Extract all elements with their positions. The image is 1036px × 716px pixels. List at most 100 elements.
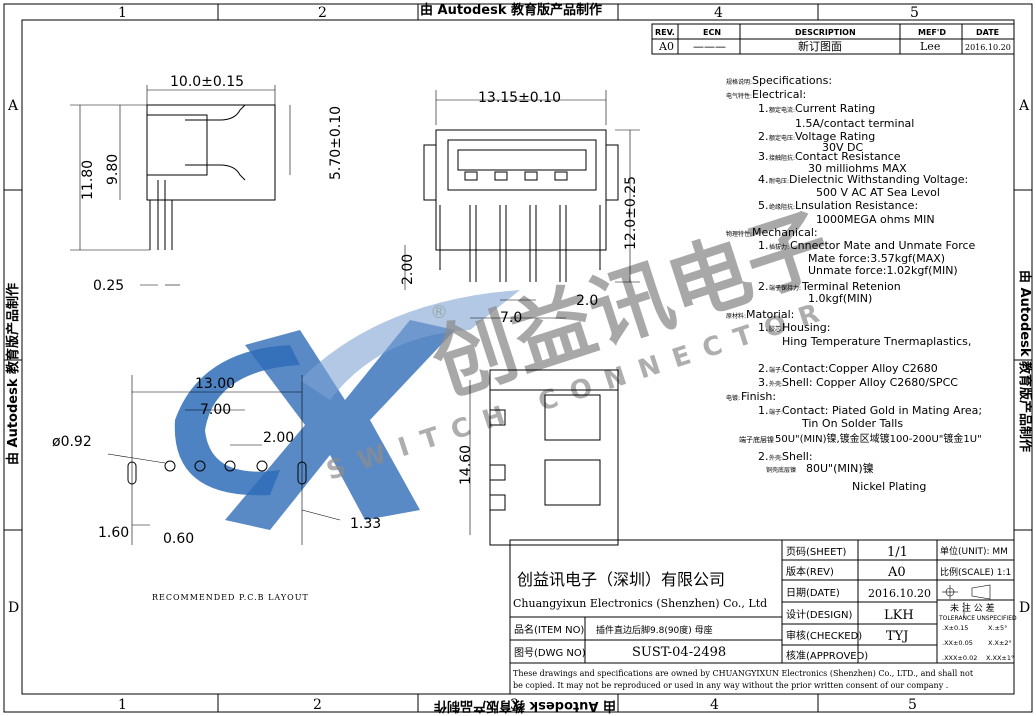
rev-header-date: DATE <box>976 28 999 37</box>
spec-mat-1: Housing: <box>782 321 830 334</box>
spec-elec-5b: 1000MEGA ohms MIN <box>816 213 935 226</box>
spec-fin-1-cn: 端子: <box>769 408 783 416</box>
grid-top-5: 5 <box>910 5 919 21</box>
spec-elec-2: Voltage Rating <box>795 130 875 143</box>
spec-elec-4: Dielectnic Withstanding Voltage: <box>789 173 968 186</box>
approved-label: 核准(APPROVED) <box>786 649 868 662</box>
spec-elec-1: Current Rating <box>795 102 875 115</box>
company-name-cn: 创益讯电子（深圳）有限公司 <box>517 570 725 589</box>
revision-table: REV. ECN DESCRIPTION MEF'D DATE A0 ——— 新… <box>651 23 1015 55</box>
top-view <box>469 369 619 546</box>
tol-row-1-a: .X±0.15 <box>942 624 968 632</box>
rev-header-desc: DESCRIPTION <box>795 28 856 37</box>
logo-x-shape <box>225 320 455 530</box>
tol-row-3-b: X.XX±1° <box>986 654 1014 662</box>
date-label: 日期(DATE) <box>786 587 840 599</box>
spec-mech-2b: 1.0kgf(MIN) <box>808 292 872 305</box>
dim-side-height-body: 9.80 <box>105 154 121 185</box>
spec-mat-3: Shell: Copper Alloy C2680/SPCC <box>782 376 958 389</box>
spec-mechanical-cn: 物理特性: <box>726 230 752 238</box>
spec-fin-1b: Tin On Solder Talls <box>801 417 903 430</box>
spec-material: Matorial: <box>746 308 794 321</box>
spec-fin-plating: 50U"(MIN)镍,镀金区域镀100-200U"镀金1U" <box>775 432 982 445</box>
dim-front-width: 13.15±0.10 <box>478 90 561 106</box>
tol-row-3-a: .XXX±0.02 <box>942 654 977 662</box>
ownership-notice: These drawings and specifications are ow… <box>513 669 974 678</box>
spec-fin-2-cn: 外壳: <box>769 454 783 462</box>
rev-header-ecn: ECN <box>703 28 721 37</box>
spec-fin-2-no: 2. <box>758 450 769 463</box>
sheet-label: 页码(SHEET) <box>786 546 847 558</box>
spec-mat-1-cn: 胶芯: <box>769 325 783 333</box>
spec-electrical-cn: 电气特性: <box>726 92 752 100</box>
dim-side-pin: 0.25 <box>93 278 124 294</box>
front-view <box>404 90 640 319</box>
rev-value: A0 <box>887 565 906 580</box>
spec-mech-2-no: 2. <box>758 280 769 293</box>
dwg-value: SUST-04-2498 <box>632 645 726 660</box>
dim-side-height-total: 11.80 <box>80 160 96 200</box>
spec-mech-1-cn: 插拔力: <box>769 243 789 251</box>
spec-title-cn: 规格说明: <box>726 78 752 86</box>
pcb-label: RECOMMENDED P.C.B LAYOUT <box>152 593 309 602</box>
dim-front-height: 12.0±0.25 <box>623 176 639 250</box>
spec-mat-2-cn: 端子: <box>769 366 783 374</box>
spec-elec-5-cn: 绝缘阻抗: <box>769 203 795 211</box>
scale-label: 比例(SCALE) 1:1 <box>940 566 1011 578</box>
dim-side-height-upper: 5.70±0.10 <box>328 106 344 180</box>
item-value: 插件直边后脚9.8(90度) 母座 <box>596 624 713 636</box>
grid-top-2: 2 <box>318 5 327 21</box>
title-block <box>509 539 1015 695</box>
watermark-left: 由 Autodesk 教育版产品制作 <box>5 283 21 465</box>
grid-bottom-5: 5 <box>908 697 917 713</box>
grid-bottom-2: 2 <box>313 697 322 713</box>
rev-label: 版本(REV) <box>786 565 834 578</box>
rev-row-date: 2016.10.20 <box>965 43 1011 52</box>
spec-mat-2-no: 2. <box>758 362 769 375</box>
spec-fin-shell: 80U"(MIN)镍 <box>806 461 874 475</box>
spec-elec-5-no: 5. <box>758 199 769 212</box>
spec-elec-1-cn: 额定电流: <box>769 106 795 114</box>
side-view <box>70 85 291 286</box>
spec-elec-4-cn: 耐电压: <box>769 177 789 185</box>
rev-header-rev: REV. <box>655 28 675 37</box>
rev-row-ecn: ——— <box>693 40 726 53</box>
spec-finish: Finish: <box>741 390 776 403</box>
spec-elec-2b: 30V DC <box>822 141 863 154</box>
spec-mechanical: Mechanical: <box>752 226 818 239</box>
spec-material-cn: 原材料: <box>726 312 746 320</box>
dim-side-width: 10.0±0.15 <box>170 74 244 90</box>
grid-right-a: A <box>1018 98 1030 114</box>
dim-pcb-hole: ø0.92 <box>52 434 92 450</box>
grid-left-d: D <box>8 600 19 616</box>
spec-fin-shell-cn: 铜壳底层镍 <box>766 466 796 474</box>
sheet-value: 1/1 <box>887 545 908 560</box>
tol-title-en: TOLERANCE UNSPECIFIED <box>938 615 1017 622</box>
spec-finish-cn: 电镀: <box>726 394 740 402</box>
brand-logo: ® 创益讯电子 SWITCH CONNECTOR <box>174 197 841 530</box>
dim-front-pitch-a: 2.0 <box>576 293 598 309</box>
dim-pcb-inner: 7.00 <box>200 402 231 418</box>
rev-row-mefd: Lee <box>920 40 940 53</box>
spec-fin-nickel: Nickel Plating <box>852 480 926 493</box>
dim-pcb-width: 13.00 <box>195 376 235 392</box>
design-label: 设计(DESIGN) <box>786 608 852 621</box>
logo-c-shape <box>174 345 300 496</box>
tol-row-1-b: X.±5° <box>988 624 1007 632</box>
projection-symbol <box>942 584 991 600</box>
spec-mech-2: Terminal Retenion <box>801 280 901 293</box>
dwg-label: 图号(DWG NO) <box>514 647 586 659</box>
spec-fin-1-no: 1. <box>758 404 769 417</box>
watermark-top: 由 Autodesk 教育版产品制作 <box>420 2 602 18</box>
spec-elec-4b: 500 V AC AT Sea Levol <box>816 186 940 199</box>
rev-header-mefd: MEF'D <box>918 28 946 37</box>
dim-pcb-pitch: 2.00 <box>263 430 294 446</box>
ownership-notice-2: be copied. It may not be reproduced or u… <box>513 681 948 690</box>
tol-row-2-a: .XX±0.05 <box>942 639 973 647</box>
spec-fin-1: Contact: Piated Gold in Mating Area; <box>782 404 982 417</box>
zone-ticks <box>4 4 1032 712</box>
spec-fin-2: Shell: <box>782 450 813 463</box>
grid-top-1: 1 <box>118 5 127 21</box>
dim-pcb-edge-a: 1.60 <box>98 525 129 541</box>
